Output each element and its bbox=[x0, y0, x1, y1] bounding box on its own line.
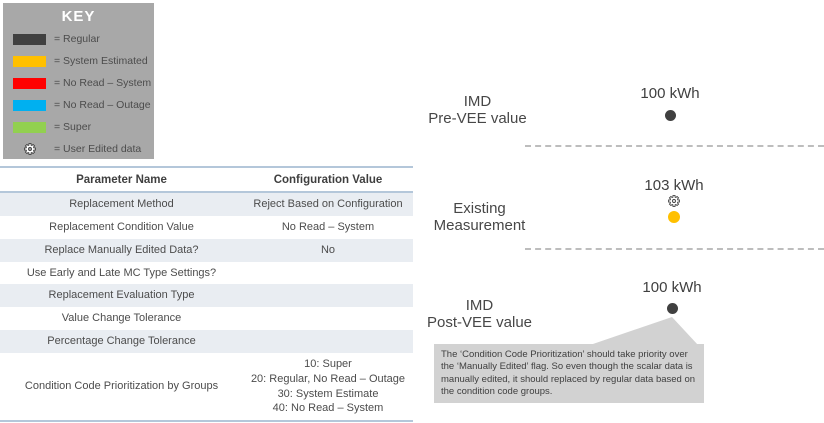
existing-measurement-label-line1: Existing bbox=[453, 200, 506, 217]
existing-measurement-dot bbox=[668, 211, 680, 223]
legend-item: = No Read – System bbox=[3, 72, 154, 94]
configuration-value-cell bbox=[243, 262, 413, 285]
existing-measurement-label: Existing Measurement bbox=[412, 200, 547, 234]
column-header-parameter-name: Parameter Name bbox=[0, 167, 243, 193]
legend-title: KEY bbox=[61, 8, 96, 25]
legend-item: = No Read – Outage bbox=[3, 94, 154, 116]
imd-post-vee-label-line1: IMD bbox=[465, 297, 494, 314]
legend-color-swatch bbox=[13, 77, 46, 89]
configuration-value-cell: No Read – System bbox=[243, 216, 413, 239]
parameter-name-cell: Replace Manually Edited Data? bbox=[44, 243, 199, 256]
legend-item-label: = Super bbox=[54, 121, 92, 133]
callout-tail bbox=[590, 317, 698, 345]
column-header-configuration-value: Configuration Value bbox=[243, 167, 413, 193]
post-vee-value-text: 100 kWh bbox=[642, 279, 702, 296]
legend-color-swatch bbox=[13, 121, 46, 133]
table-row: Condition Code Prioritization by Groups … bbox=[0, 353, 413, 421]
legend-item-label: = System Estimated bbox=[54, 55, 148, 67]
parameter-name-cell: Condition Code Prioritization by Groups bbox=[24, 380, 219, 393]
table-row: Percentage Change Tolerance bbox=[0, 330, 413, 353]
user-edited-gear-icon bbox=[668, 195, 680, 207]
legend-color-swatch bbox=[13, 33, 46, 45]
configuration-value-cell bbox=[243, 330, 413, 353]
legend-item: = Super bbox=[3, 116, 154, 138]
parameter-name-cell: Replacement Condition Value bbox=[49, 220, 194, 233]
table-row: Value Change Tolerance bbox=[0, 307, 413, 330]
parameter-name-cell: Replacement Evaluation Type bbox=[48, 289, 195, 302]
configuration-value-line: 20: Regular, No Read – Outage bbox=[250, 372, 406, 385]
configuration-value-cell bbox=[243, 284, 413, 307]
configuration-value-line: No Read – System bbox=[281, 220, 375, 233]
existing-measurement-label-line2: Measurement bbox=[433, 216, 526, 234]
legend-key-box: KEY = Regular = System Estimated = No Re… bbox=[3, 3, 154, 159]
legend-item-label: = No Read – Outage bbox=[54, 99, 151, 111]
imd-post-vee-label-line2: Post-VEE value bbox=[426, 313, 533, 331]
table-header-row: Parameter Name Configuration Value bbox=[0, 167, 413, 193]
parameter-name-cell: Percentage Change Tolerance bbox=[47, 335, 196, 348]
table-row: Replace Manually Edited Data? No bbox=[0, 238, 413, 262]
configuration-table: Parameter Name Configuration Value Repla… bbox=[0, 166, 413, 423]
imd-post-vee-label: IMD Post-VEE value bbox=[412, 297, 547, 331]
legend-items: = Regular = System Estimated = No Read –… bbox=[3, 28, 154, 160]
legend-item-label: = No Read – System bbox=[54, 77, 152, 89]
post-vee-measurement-dot bbox=[667, 303, 678, 314]
configuration-value-line: 30: System Estimate bbox=[277, 387, 379, 400]
imd-pre-vee-label-line2: Pre-VEE value bbox=[428, 109, 527, 127]
parameter-name-cell: Replacement Method bbox=[69, 198, 174, 210]
user-edited-gear-icon bbox=[13, 143, 46, 155]
configuration-value-cell: Reject Based on Configuration bbox=[243, 192, 413, 216]
table-row: Replacement Method Reject Based on Confi… bbox=[0, 192, 413, 216]
legend-item-label: = User Edited data bbox=[54, 143, 142, 155]
parameter-name-cell: Use Early and Late MC Type Settings? bbox=[26, 266, 217, 279]
configuration-value-cell bbox=[243, 307, 413, 330]
table-row: Use Early and Late MC Type Settings? bbox=[0, 262, 413, 285]
imd-pre-vee-label: IMD Pre-VEE value bbox=[410, 93, 545, 127]
table-row: Replacement Evaluation Type bbox=[0, 284, 413, 308]
callout-note: The ‘Condition Code Prioritization’ shou… bbox=[434, 344, 704, 404]
divider-dashed-line-1 bbox=[525, 145, 824, 147]
legend-item: = Regular bbox=[3, 28, 154, 50]
legend-item: = System Estimated bbox=[3, 50, 154, 72]
legend-color-swatch bbox=[13, 99, 46, 111]
legend-color-swatch bbox=[13, 55, 46, 67]
configuration-value-line: 40: No Read – System bbox=[272, 402, 384, 415]
imd-pre-vee-label-line1: IMD bbox=[463, 93, 492, 110]
configuration-value-line: No bbox=[320, 243, 336, 256]
configuration-value-cell: No bbox=[243, 239, 413, 262]
existing-measurement-value-text: 103 kWh bbox=[644, 177, 704, 194]
divider-dashed-line-2 bbox=[525, 248, 824, 250]
configuration-value-cell: 10: Super 20: Regular, No Read – Outage 30… bbox=[243, 353, 413, 421]
legend-item-label: = Regular bbox=[54, 33, 100, 45]
configuration-value-line: Reject Based on Configuration bbox=[253, 198, 403, 210]
legend-item: = User Edited data bbox=[3, 138, 154, 160]
parameter-name-cell: Value Change Tolerance bbox=[61, 312, 182, 325]
table-row: Replacement Condition Value No Read – Sy… bbox=[0, 216, 413, 239]
configuration-value-line: 10: Super bbox=[304, 357, 352, 370]
pre-vee-value-text: 100 kWh bbox=[640, 85, 700, 102]
pre-vee-measurement-dot bbox=[665, 110, 676, 121]
